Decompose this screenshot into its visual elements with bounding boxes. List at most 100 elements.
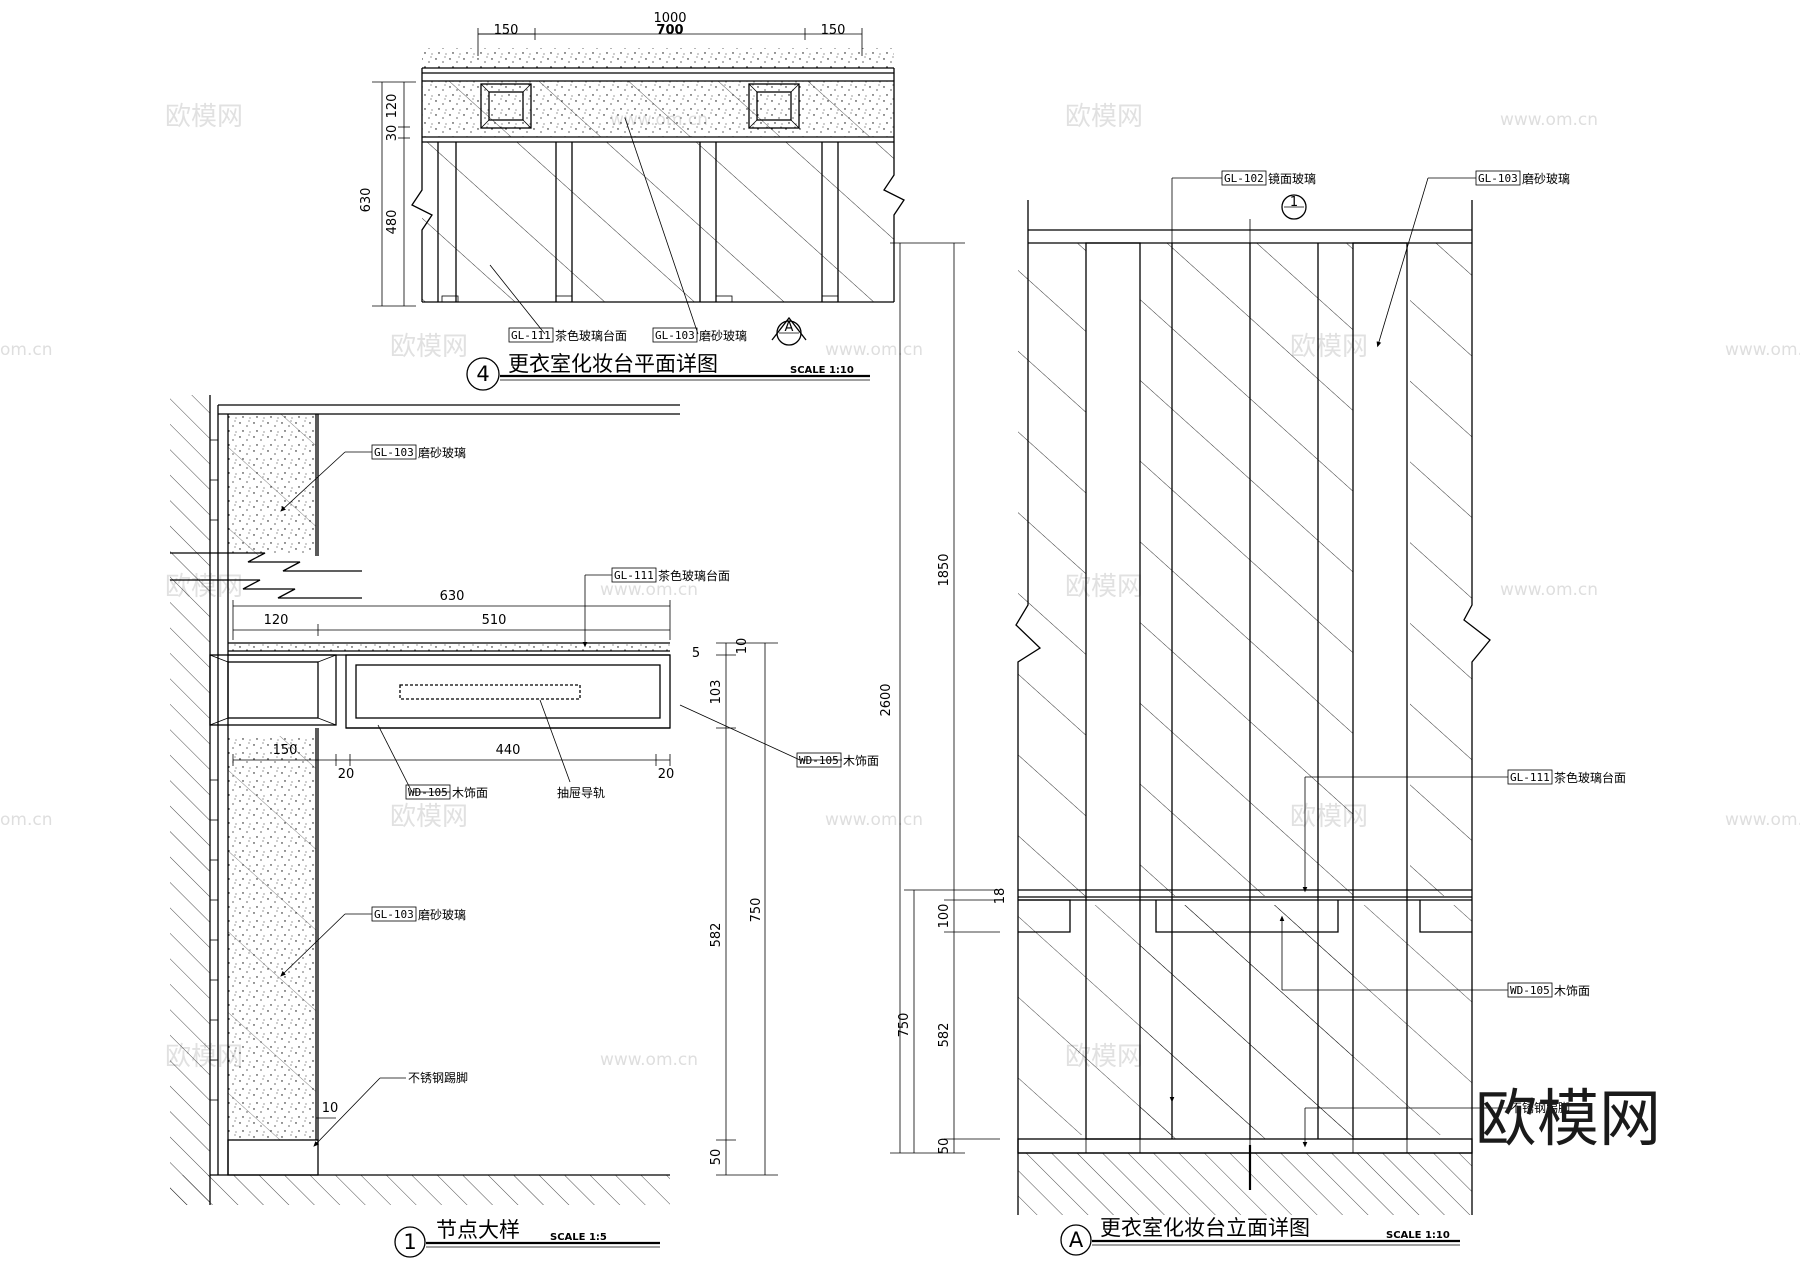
- tag-box: [508, 327, 554, 343]
- tag-code-gl103-lower: GL-103: [374, 908, 414, 921]
- dim-582: 582: [709, 923, 724, 948]
- elev-left-dimensions: 2600 1850 18 100 582 750 50: [879, 242, 1008, 1155]
- dim-50: 50: [937, 1138, 952, 1155]
- dim-440: 440: [496, 743, 521, 758]
- dim-120: 120: [264, 613, 289, 628]
- plan-top-dimension: 1000 150 700 150: [477, 11, 863, 56]
- tag-text-mirror-glass: 镜面玻璃: [1268, 171, 1316, 186]
- watermark: 欧模网: [165, 102, 243, 132]
- node-skirting: [227, 1139, 319, 1176]
- plan-section-letter: A: [785, 320, 794, 335]
- dim-150: 150: [273, 743, 298, 758]
- plan-top-fill: [422, 48, 894, 68]
- elev-view-title: 更衣室化妆台立面详图: [1100, 1216, 1310, 1240]
- tag-text-frosted-glass: 磨砂玻璃: [699, 329, 747, 343]
- node-steel-tube: [209, 654, 337, 726]
- plan-detail-view: 1000 150 700 150: [359, 11, 905, 391]
- tag-text-wood: 木饰面: [1554, 984, 1590, 998]
- watermark-url: www.om.cn: [600, 1050, 698, 1070]
- watermark-url: om.cn: [0, 340, 53, 360]
- watermark-url: om.cn: [0, 810, 53, 830]
- elev-view-scale: SCALE 1:10: [1386, 1230, 1450, 1241]
- tag-code-gl111: GL-111: [614, 569, 654, 582]
- dim-50: 50: [709, 1149, 724, 1166]
- tag-text-frosted-upper: 磨砂玻璃: [418, 446, 466, 460]
- watermark: 欧模网: [390, 332, 468, 362]
- plan-view-scale: SCALE 1:10: [790, 365, 854, 376]
- plan-steel-tube-right: [748, 83, 800, 129]
- node-floor-hatch: [170, 1175, 670, 1205]
- tag-code-wd105-right: WD-105: [799, 754, 839, 767]
- node-tags: GL-103 磨砂玻璃 GL-111 茶色玻璃台面 WD-105 木饰面 WD-…: [280, 444, 879, 1147]
- tag-code-gl103: GL-103: [1478, 172, 1518, 185]
- dim-510: 510: [482, 613, 507, 628]
- tag-text-tea-glass-top: 茶色玻璃台面: [658, 568, 730, 583]
- watermark-url: www.om.cn: [825, 340, 923, 360]
- watermark: 欧模网: [390, 802, 468, 832]
- plan-view-number-circle: [466, 357, 500, 391]
- node-drawer: [345, 654, 671, 729]
- node-countertop: [228, 642, 670, 656]
- plan-view-number: 4: [476, 362, 489, 386]
- dim-30: 30: [385, 125, 400, 142]
- watermark-url: www.om.cn: [825, 810, 923, 830]
- tag-code-wd105-left: WD-105: [408, 786, 448, 799]
- watermark-url: www.om.cn: [600, 580, 698, 600]
- dim-150-right: 150: [821, 23, 846, 38]
- tag-code-gl103: GL-103: [655, 329, 695, 342]
- elev-section-number: 1: [1290, 195, 1298, 210]
- dim-20-right: 20: [658, 767, 675, 782]
- plan-view-title: 更衣室化妆台平面详图: [508, 352, 718, 376]
- dim-18: 18: [993, 888, 1008, 905]
- node-wall-hatch: [170, 395, 210, 1205]
- watermark-url: www.om.cn: [1725, 340, 1800, 360]
- dim-150-left: 150: [494, 23, 519, 38]
- dim-1000: 1000: [653, 11, 686, 26]
- elev-view-number: A: [1069, 1228, 1084, 1252]
- elev-left-wall-hatch: [1018, 243, 1086, 896]
- plan-section-marker: A: [771, 316, 807, 346]
- dim-20-left: 20: [338, 767, 355, 782]
- dim-630: 630: [359, 188, 374, 213]
- node-view-title: 节点大样: [436, 1218, 520, 1242]
- tag-text-tea-glass: 茶色玻璃台面: [1554, 770, 1626, 785]
- dim-2600: 2600: [879, 683, 894, 716]
- elev-section-marker: 1: [1249, 194, 1307, 1145]
- plan-steel-tube-left: [480, 83, 532, 129]
- watermark: 欧模网: [1065, 102, 1143, 132]
- dim-582: 582: [937, 1023, 952, 1048]
- node-horizontal-dimensions: 630 120 510 150 440 20 20 10: [232, 589, 675, 1119]
- tag-text-frosted-lower: 磨砂玻璃: [418, 908, 466, 922]
- elevation-view: 1 2600 1850 18 100 582 750 50: [879, 170, 1626, 1256]
- plan-left-dimensions: 630 120 30 480: [359, 81, 416, 307]
- dim-103: 103: [709, 680, 724, 705]
- tag-code-gl102: GL-102: [1224, 172, 1264, 185]
- tag-code-gl111: GL-111: [511, 329, 551, 342]
- tag-text-tea-glass: 茶色玻璃台面: [555, 328, 627, 343]
- dim-100: 100: [937, 904, 952, 929]
- note-drawer-rail: 抽屉导轨: [557, 786, 605, 800]
- tag-text-wood-right: 木饰面: [843, 754, 879, 768]
- tag-code-gl103-upper: GL-103: [374, 446, 414, 459]
- elev-right-wall-hatch: [1410, 243, 1472, 896]
- watermark-url: www.om.cn: [1500, 580, 1598, 600]
- plan-glass-area: [422, 142, 894, 302]
- dim-5: 5: [692, 646, 700, 661]
- elev-tags: GL-102 镜面玻璃 GL-103 磨砂玻璃 GL-111 茶色玻璃台面 WD…: [1169, 170, 1626, 1148]
- dim-10: 10: [322, 1101, 339, 1116]
- node-view-scale: SCALE 1:5: [550, 1232, 607, 1243]
- elev-countertop: [1018, 889, 1472, 901]
- tag-text-frosted-glass: 磨砂玻璃: [1522, 172, 1570, 186]
- dim-480: 480: [385, 210, 400, 235]
- node-detail-view: 630 120 510 150 440 20 20 10: [170, 395, 879, 1258]
- note-stainless-skirting: 不锈钢踢脚: [408, 1070, 468, 1085]
- watermark-url: www.om.cn: [1725, 810, 1800, 830]
- dim-1850: 1850: [937, 553, 952, 586]
- dim-120: 120: [385, 94, 400, 119]
- dim-630: 630: [440, 589, 465, 604]
- elev-floor-hatch: [1018, 1153, 1472, 1215]
- brand-logo: 欧模网: [1475, 1082, 1661, 1155]
- note-stainless-skirting: 不锈钢踢脚: [1510, 1100, 1570, 1115]
- watermark-url: www.om.cn: [1500, 110, 1598, 130]
